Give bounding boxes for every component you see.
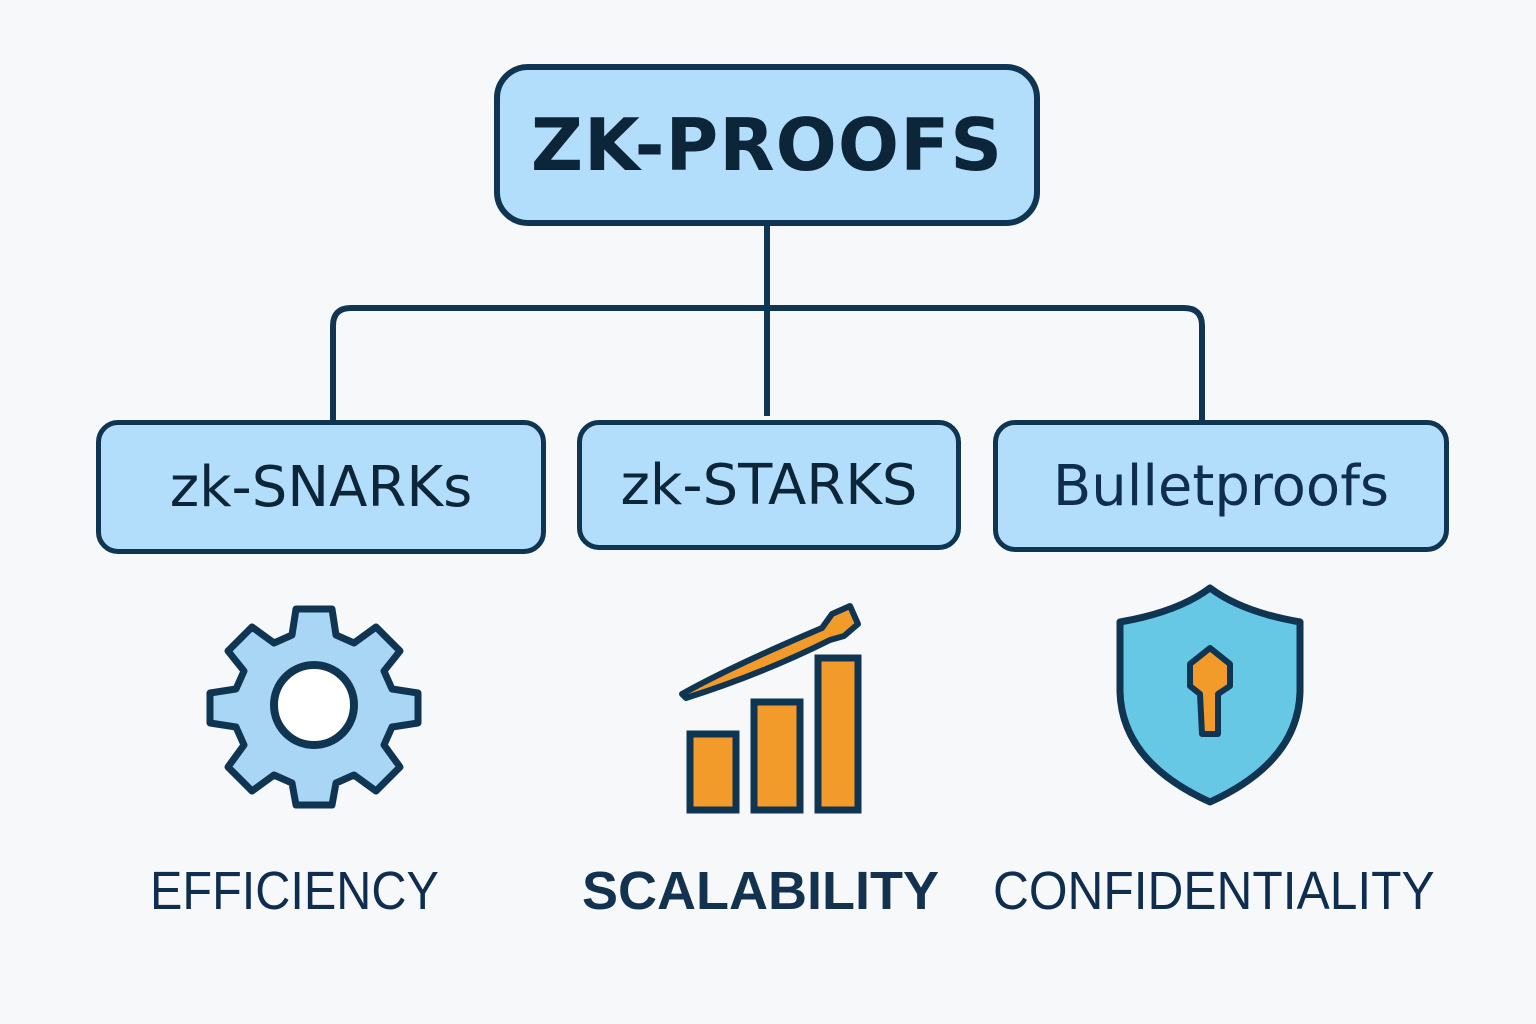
root-node-zk-proofs: ZK-PROOFS	[494, 64, 1040, 226]
bar-small	[686, 730, 740, 814]
attribute-label-confidentiality: CONFIDENTIALITY	[993, 861, 1435, 921]
attribute-label-efficiency: EFFICIENCY	[150, 861, 439, 921]
child-node-zk-starks: zk-STARKS	[577, 420, 961, 550]
child-node-bulletproofs: Bulletproofs	[993, 420, 1449, 552]
bar-large	[814, 654, 862, 814]
child-node-zk-snarks: zk-SNARKs	[96, 420, 546, 554]
bar-medium	[750, 698, 804, 814]
shield-keyhole-icon	[1116, 584, 1304, 806]
child-node-label: zk-SNARKs	[169, 454, 473, 520]
root-node-label: ZK-PROOFS	[530, 103, 1004, 187]
child-node-label: Bulletproofs	[1052, 453, 1390, 519]
gear-icon	[206, 605, 422, 809]
child-node-label: zk-STARKS	[620, 452, 918, 518]
attribute-label-scalability: SCALABILITY	[582, 861, 939, 921]
connector-horizontal-bar	[330, 305, 1205, 420]
growth-chart-icon	[679, 603, 862, 814]
